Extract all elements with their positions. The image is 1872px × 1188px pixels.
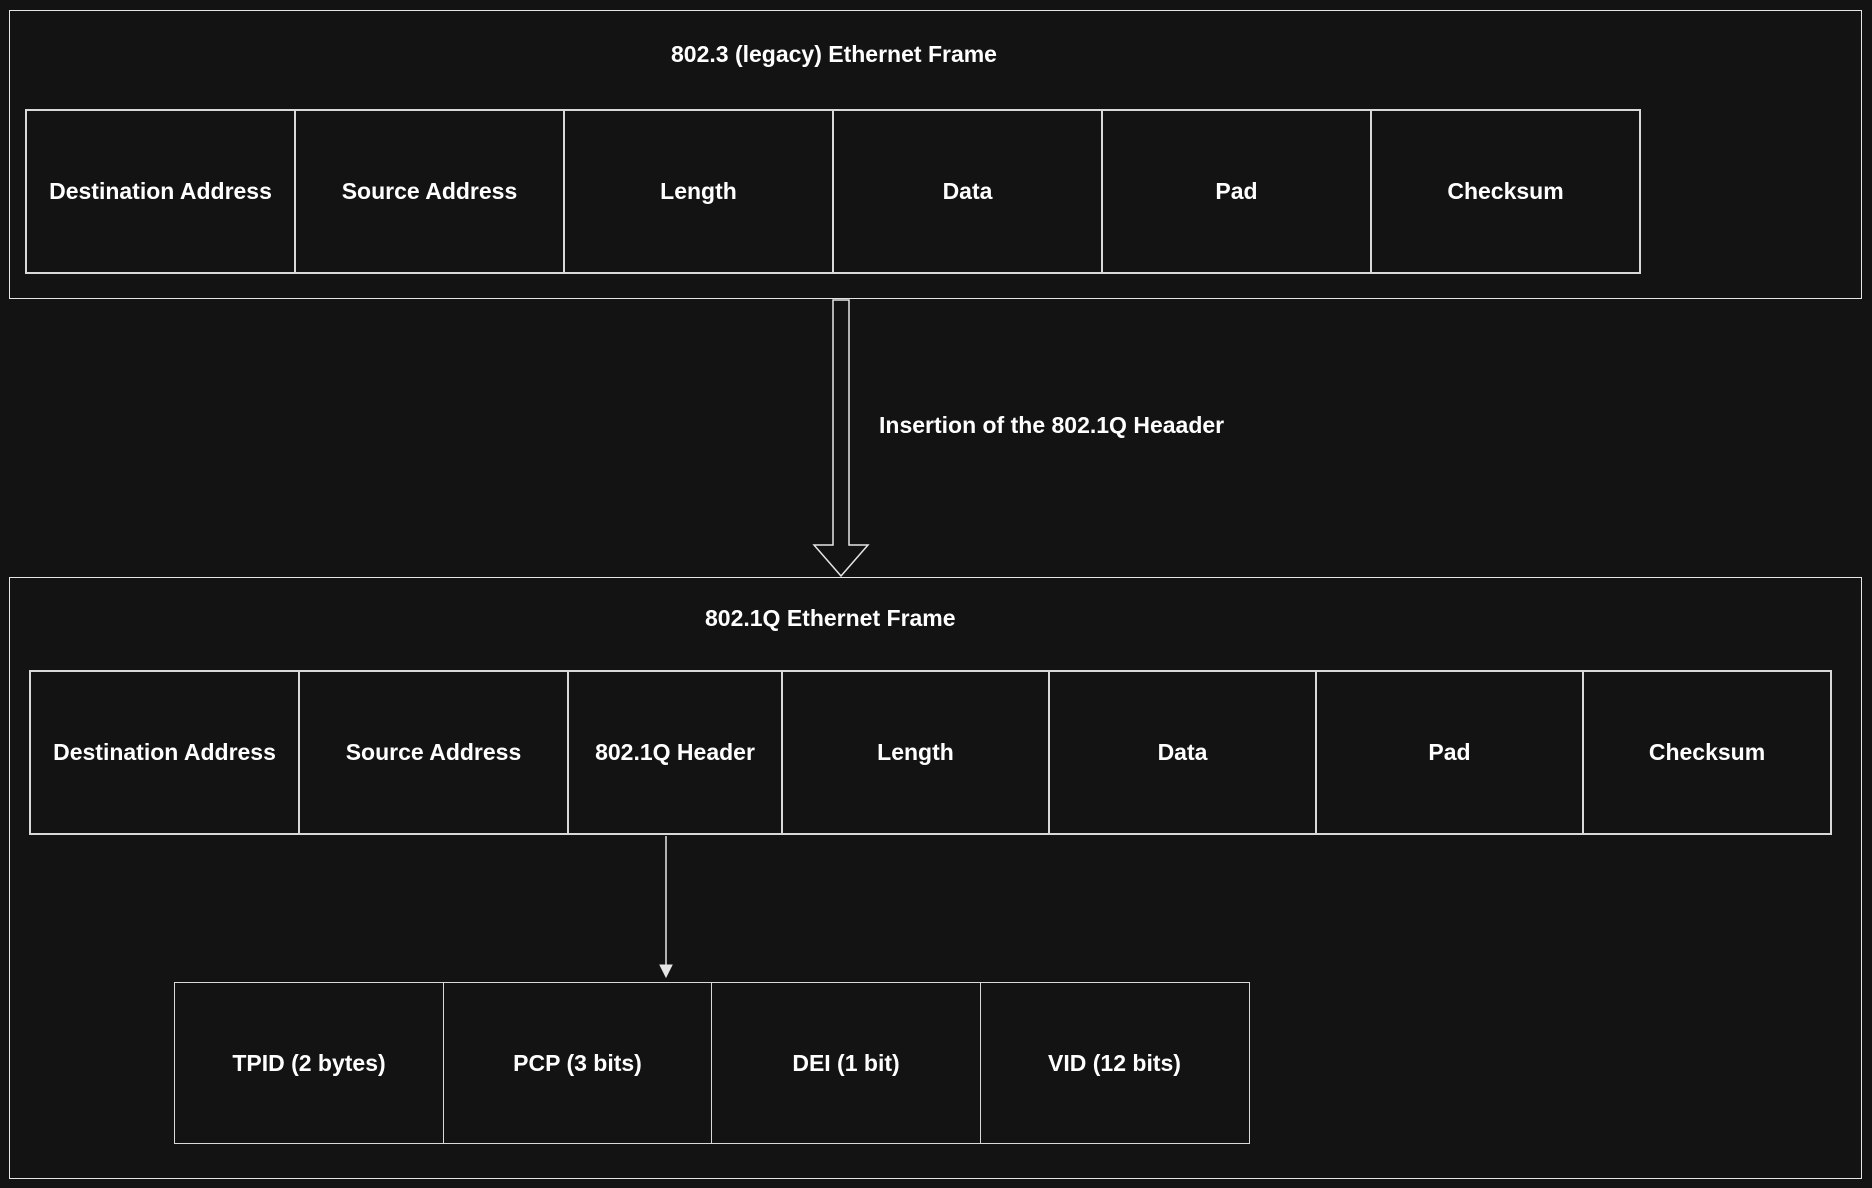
dot1q-field-checksum: Checksum xyxy=(1582,670,1832,835)
dot1q-frame-title: 802.1Q Ethernet Frame xyxy=(705,605,956,631)
legacy-frame-container xyxy=(9,10,1862,299)
header-field-pcp: PCP (3 bits) xyxy=(442,982,713,1144)
dot1q-field-8021q-header: 802.1Q Header xyxy=(567,670,783,835)
header-field-vid: VID (12 bits) xyxy=(979,982,1250,1144)
legacy-frame-title: 802.3 (legacy) Ethernet Frame xyxy=(671,41,997,67)
dot1q-field-length: Length xyxy=(781,670,1050,835)
dot1q-header-fields: TPID (2 bytes) PCP (3 bits) DEI (1 bit) … xyxy=(174,982,1250,1144)
dot1q-field-source-address: Source Address xyxy=(298,670,569,835)
header-field-tpid: TPID (2 bytes) xyxy=(174,982,444,1144)
insertion-label: Insertion of the 802.1Q Heaader xyxy=(879,412,1225,438)
legacy-field-checksum: Checksum xyxy=(1370,109,1641,274)
dot1q-frame-container xyxy=(9,577,1862,1179)
insertion-arrow-icon xyxy=(812,299,870,578)
legacy-frame-fields: Destination Address Source Address Lengt… xyxy=(25,109,1641,274)
legacy-field-source-address: Source Address xyxy=(294,109,565,274)
legacy-field-length: Length xyxy=(563,109,834,274)
header-field-dei: DEI (1 bit) xyxy=(711,982,981,1144)
dot1q-field-destination-address: Destination Address xyxy=(29,670,300,835)
legacy-field-destination-address: Destination Address xyxy=(25,109,296,274)
legacy-field-data: Data xyxy=(832,109,1103,274)
dot1q-field-pad: Pad xyxy=(1315,670,1584,835)
dot1q-frame-fields: Destination Address Source Address 802.1… xyxy=(29,670,1832,835)
legacy-field-pad: Pad xyxy=(1101,109,1372,274)
dot1q-field-data: Data xyxy=(1048,670,1317,835)
